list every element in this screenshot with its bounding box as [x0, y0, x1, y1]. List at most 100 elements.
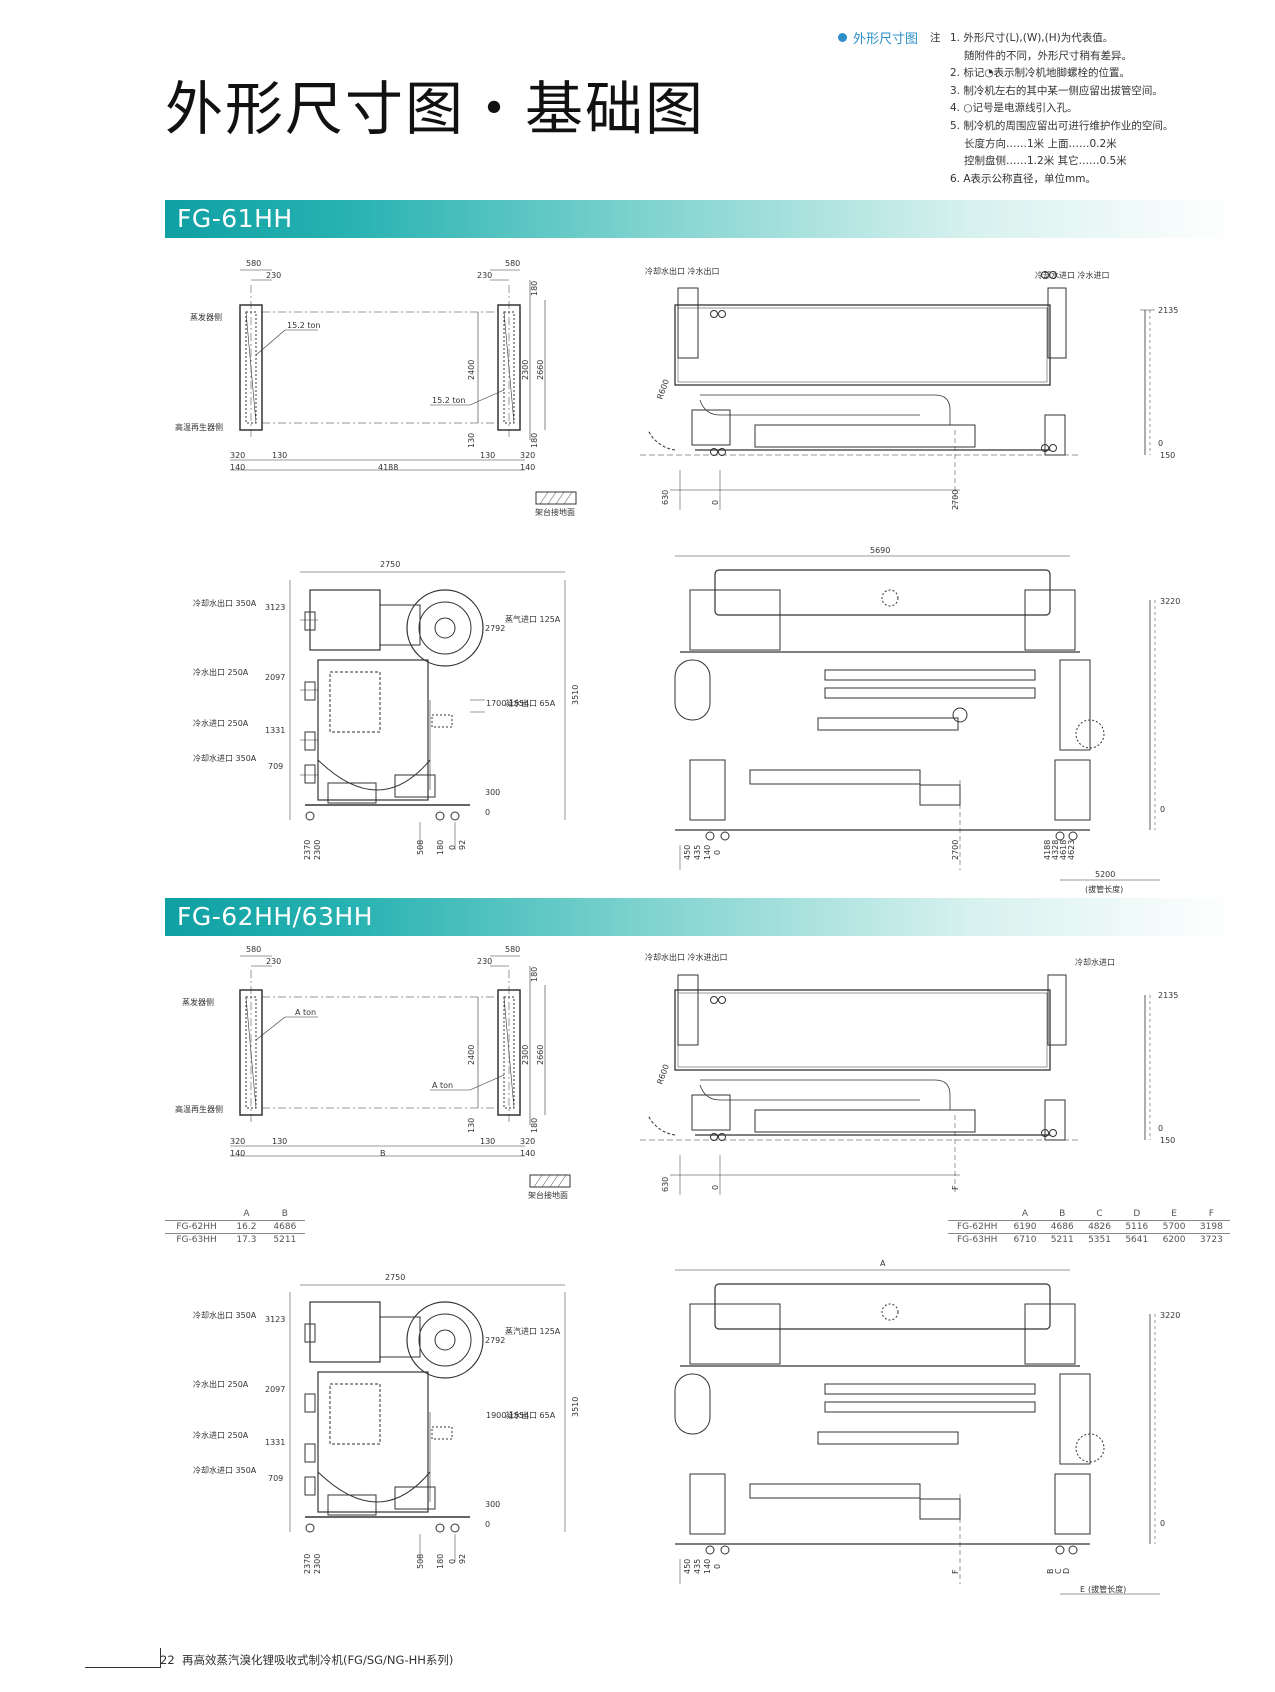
dim-label: 4623: [1067, 840, 1076, 860]
port-label: 冷却水出口 冷水进出口: [645, 952, 728, 962]
top-view-2: [640, 974, 1151, 1195]
section-name: FG-61HH: [177, 204, 293, 233]
table-header: [165, 1208, 228, 1221]
front-view-2: [289, 1284, 566, 1562]
dim-label: 2300: [521, 1045, 530, 1065]
dim-label: 2750: [385, 1273, 405, 1282]
dim-label: 140: [230, 1149, 245, 1158]
dim-label: 2400: [467, 1045, 476, 1065]
dim-label: 0: [1158, 439, 1163, 448]
dim-label: 0: [711, 1185, 720, 1190]
notes-lead: 注: [930, 32, 941, 44]
foundation-plan-2: [230, 955, 571, 1188]
table-header: C: [1096, 1209, 1103, 1219]
port-label: 冷却水出口 350A: [193, 598, 257, 608]
dim-label: C: [1054, 1568, 1063, 1574]
dim-label: 2660: [536, 1045, 545, 1065]
table-cell: 6710: [1006, 1233, 1044, 1246]
dim-label: 320: [230, 451, 245, 460]
dim-label: 2097: [265, 1385, 285, 1394]
dim-label: 580: [246, 945, 261, 954]
dim-label: 320: [230, 1137, 245, 1146]
table-cell: 5351: [1080, 1233, 1119, 1246]
dim-label: 180: [530, 433, 539, 448]
dim-label: 709: [268, 762, 283, 771]
notes: 注 1. 外形尺寸(L),(W),(H)为代表值。 随附件的不同，外形尺寸稍有差…: [930, 30, 1250, 188]
dim-label: 435: [693, 1559, 702, 1574]
load-label: 15.2 ton: [287, 321, 320, 330]
dim-label: A: [880, 1259, 886, 1268]
dim-label: 0: [448, 1559, 457, 1564]
dim-label: 0: [1160, 805, 1165, 814]
section-band-fg61hh: FG-61HH: [165, 200, 1235, 238]
section-tag: 外形尺寸图: [838, 28, 918, 47]
table-header: A: [243, 1209, 250, 1219]
dim-label: 140: [703, 1559, 712, 1574]
footer-text: 再高效蒸汽溴化锂吸收式制冷机(FG/SG/NG-HH系列): [181, 1653, 454, 1667]
port-label: 蒸汽进口 125A: [505, 1326, 561, 1336]
dim-label: 180: [530, 1118, 539, 1133]
dim-label: 2135: [1158, 306, 1178, 315]
dim-label: 150: [1160, 451, 1175, 460]
front-view-1: [289, 571, 566, 850]
dim-label: 230: [477, 271, 492, 280]
dim-label: 709: [268, 1474, 283, 1483]
dim-label: 2400: [467, 360, 476, 380]
dim-label: 2135: [1158, 991, 1178, 1000]
dim-label: 1900 1554: [486, 1411, 529, 1420]
dim-label: 300: [485, 1500, 500, 1509]
port-label: 冷却水出口 冷水出口: [645, 266, 720, 276]
dim-label: F: [951, 1185, 960, 1190]
radius-label: R600: [655, 378, 671, 401]
dim-label: 130: [480, 451, 495, 460]
dim-label: 435: [693, 845, 702, 860]
table-cell: FG-62HH: [165, 1220, 229, 1234]
dim-label: 3510: [571, 685, 580, 705]
table-cell: FG-62HH: [948, 1220, 1007, 1234]
dim-label: F: [951, 1569, 960, 1574]
dim-label: 140: [230, 463, 245, 472]
dim-label: 140: [520, 463, 535, 472]
dim-label: 1700 1554: [486, 699, 529, 708]
port-label: 冷却水进口 冷水进口: [1035, 270, 1110, 280]
dim-label: 180: [436, 840, 445, 855]
dim-label: 130: [467, 1118, 476, 1133]
dim-label: (拔管长度): [1085, 884, 1123, 894]
port-label: 冷水出口 250A: [193, 1379, 249, 1389]
port-label: 蒸气进口 125A: [505, 614, 561, 624]
dim-label: 450: [683, 845, 692, 860]
footer: 22 再高效蒸汽溴化锂吸收式制冷机(FG/SG/NG-HH系列): [160, 1652, 453, 1668]
dim-label: 0: [485, 1520, 490, 1529]
note-line: 4. ○记号是电源线引入孔。: [950, 102, 1078, 115]
table-cell: 4686: [1043, 1220, 1081, 1234]
note-line: 3. 制冷机左右的其中某一侧应留出拔管空间。: [950, 84, 1163, 97]
section-name: FG-62HH/63HH: [177, 902, 374, 931]
table-header: [948, 1208, 1006, 1221]
note-line: 2. 标记◔表示制冷机地脚螺栓的位置。: [950, 67, 1131, 80]
port-label: 冷却水进口 350A: [193, 1465, 257, 1475]
dim-label: 92: [458, 840, 467, 850]
dim-label: D: [1062, 1568, 1071, 1574]
radius-label: R600: [655, 1063, 671, 1086]
note-line: 6. A表示公称直径，单位mm。: [950, 172, 1096, 185]
table-header: F: [1208, 1209, 1214, 1219]
dim-label: (拔管长度): [1088, 1584, 1126, 1594]
section-band-fg62hh-63hh: FG-62HH/63HH: [165, 898, 1235, 936]
load-label: A ton: [432, 1081, 453, 1090]
note-line: 5. 制冷机的周围应留出可进行维护作业的空间。: [950, 119, 1174, 132]
table-cell: 6200: [1155, 1233, 1193, 1246]
dim-label: 4328: [1051, 840, 1060, 860]
port-label: 冷却水出口 350A: [193, 1310, 257, 1320]
dim-label: 2700: [951, 490, 960, 510]
side-view-2: [674, 1269, 1160, 1595]
port-label: 冷却水进口 350A: [193, 753, 257, 763]
dim-label: 140: [520, 1149, 535, 1158]
dim-label: 2300: [313, 840, 322, 860]
dim-label: 3510: [571, 1397, 580, 1417]
dim-label: 2370: [303, 840, 312, 860]
section-tag-text: 外形尺寸图: [853, 32, 919, 47]
dim-label: 0: [1158, 1124, 1163, 1133]
table-cell: 3723: [1192, 1233, 1230, 1246]
dim-label: 180: [436, 1554, 445, 1569]
